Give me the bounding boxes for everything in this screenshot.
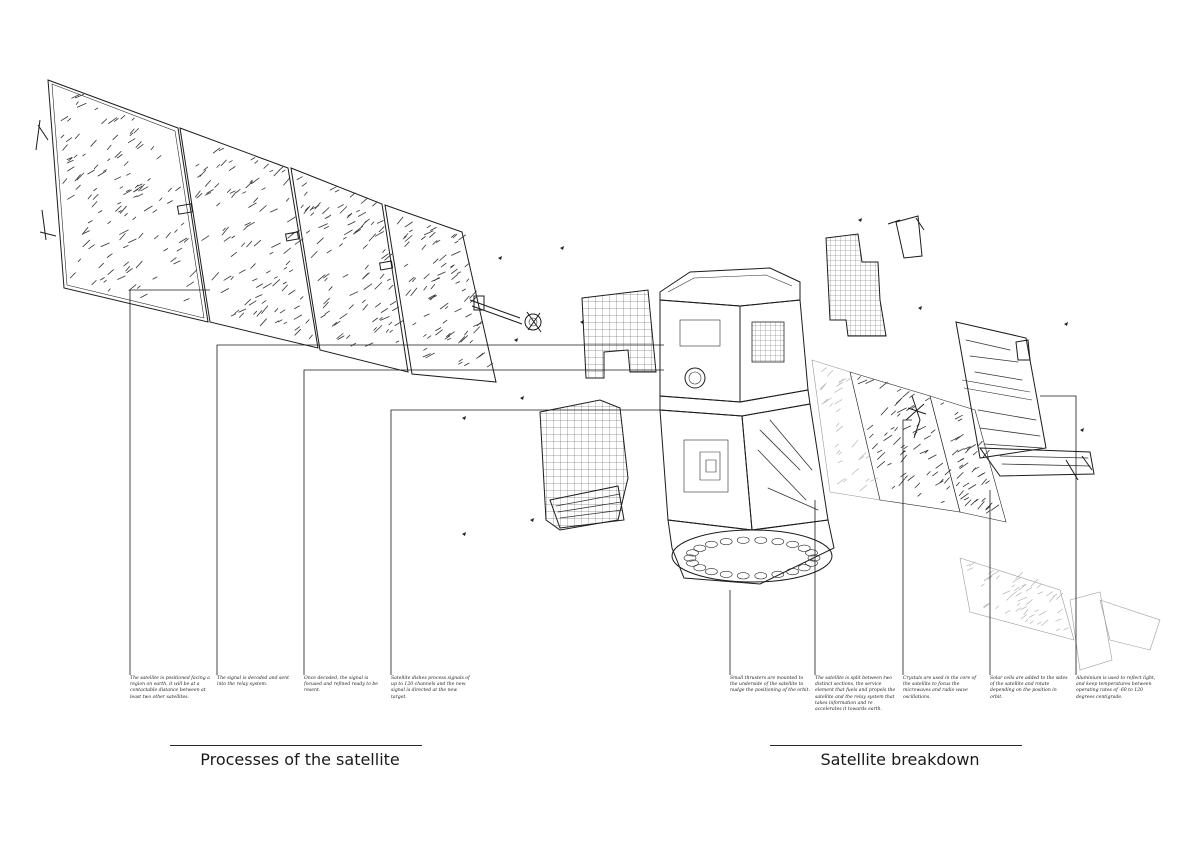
caption-thrusters: Small thrusters are mounted to the under…: [730, 676, 810, 694]
caption-crystals: Crystals are used in the core of the sat…: [903, 676, 977, 700]
caption-decoding: The signal is decoded and sent into the …: [217, 676, 289, 688]
reflector-panel: [955, 321, 1095, 481]
breakdown-rule: [770, 745, 1022, 746]
caption-processing: Satellite dishes process signals of up t…: [391, 676, 470, 700]
leader-processing: [390, 409, 660, 675]
grid-panel-upper: [581, 289, 657, 379]
debris-markers: [462, 218, 1084, 536]
faded-satellite: [959, 557, 1161, 671]
processes-rule: [170, 745, 422, 746]
antenna-part: [887, 215, 925, 259]
solar-boom-arm: [469, 295, 542, 333]
solar-panel-1: [47, 79, 209, 323]
crystal-element: [905, 395, 927, 439]
panel-hinges: [35, 119, 394, 271]
grid-panel-lower: [539, 399, 629, 531]
leader-positioning: [129, 289, 210, 675]
caption-aluminium: Aluminium is used to reflect light, and …: [1076, 676, 1156, 700]
leader-lines: [129, 289, 1077, 675]
breakdown-title: Satellite breakdown: [820, 750, 980, 769]
caption-positioning: The satellite is positioned facing a reg…: [130, 676, 210, 700]
leader-aluminium: [1040, 395, 1077, 675]
solar-panel-2: [179, 127, 319, 349]
solar-panel-3: [290, 167, 409, 373]
leader-focusing: [303, 369, 664, 675]
right-solar-array: [811, 359, 1007, 523]
caption-solar-cells: Solar cells are added to the sides of th…: [990, 676, 1068, 700]
leader-decoding: [216, 344, 664, 675]
caption-focusing: Once decoded, the signal is focused and …: [304, 676, 379, 694]
grid-panel-top: [825, 233, 887, 337]
solar-panel-4: [384, 204, 497, 383]
satellite-body: [659, 267, 835, 585]
left-solar-array: [35, 79, 542, 383]
processes-title: Processes of the satellite: [200, 750, 400, 769]
caption-sections: The satellite is split between two disti…: [815, 676, 896, 713]
leader-crystals: [902, 419, 912, 675]
